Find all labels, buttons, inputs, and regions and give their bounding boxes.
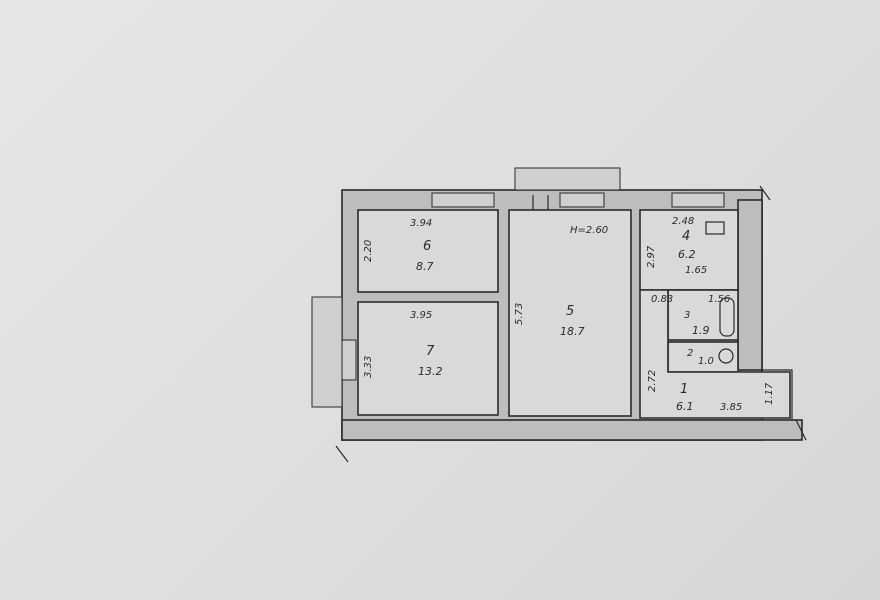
room-1-area: 6.1 xyxy=(676,400,694,413)
room-1 xyxy=(639,289,791,419)
room-6-area: 8.7 xyxy=(416,260,434,273)
room-2-number: 2 xyxy=(687,348,693,359)
room-1-extra: 1.17 xyxy=(764,382,775,405)
room-1-depth: 2.72 xyxy=(647,370,658,392)
room-6-number: 6 xyxy=(423,239,431,254)
room-4-area: 6.2 xyxy=(678,248,696,261)
room-3-area: 1.9 xyxy=(692,324,710,337)
room-5-depth: 5.73 xyxy=(514,303,525,325)
room-3-number: 3 xyxy=(684,310,690,321)
room-4 xyxy=(639,209,739,291)
room-3-depth: 0.83 xyxy=(651,294,673,305)
room-2-area: 1.0 xyxy=(698,356,714,367)
window xyxy=(431,192,495,208)
room-6-depth: 2.20 xyxy=(363,240,374,262)
room-7 xyxy=(357,301,499,416)
room-3-width: 1.56 xyxy=(708,294,730,305)
room-5-number: 5 xyxy=(566,304,574,319)
toilet-icon xyxy=(718,348,734,364)
ceiling-height: H=2.60 xyxy=(570,225,608,236)
room-2 xyxy=(667,341,739,373)
room-5 xyxy=(508,209,632,417)
room-4-depth: 2.97 xyxy=(646,245,657,268)
room-4-extra: 1.65 xyxy=(685,265,707,276)
room-7-width: 3.95 xyxy=(410,310,432,321)
room-7-depth: 3.33 xyxy=(363,356,374,378)
room-4-width: 2.48 xyxy=(672,216,694,227)
room-1-number: 1 xyxy=(680,382,688,397)
room-6 xyxy=(357,209,499,293)
stove-icon xyxy=(705,221,725,235)
room-7-number: 7 xyxy=(426,344,435,359)
room-1-width: 3.85 xyxy=(720,402,742,413)
window xyxy=(341,339,357,381)
room-6-width: 3.94 xyxy=(410,218,432,229)
bathtub-icon xyxy=(719,297,735,337)
window xyxy=(671,192,725,208)
window xyxy=(559,192,605,208)
room-5-area: 18.7 xyxy=(560,325,585,338)
balcony xyxy=(514,167,621,191)
room-7-area: 13.2 xyxy=(418,365,443,378)
room-4-number: 4 xyxy=(682,229,690,244)
side-balcony xyxy=(311,296,343,408)
